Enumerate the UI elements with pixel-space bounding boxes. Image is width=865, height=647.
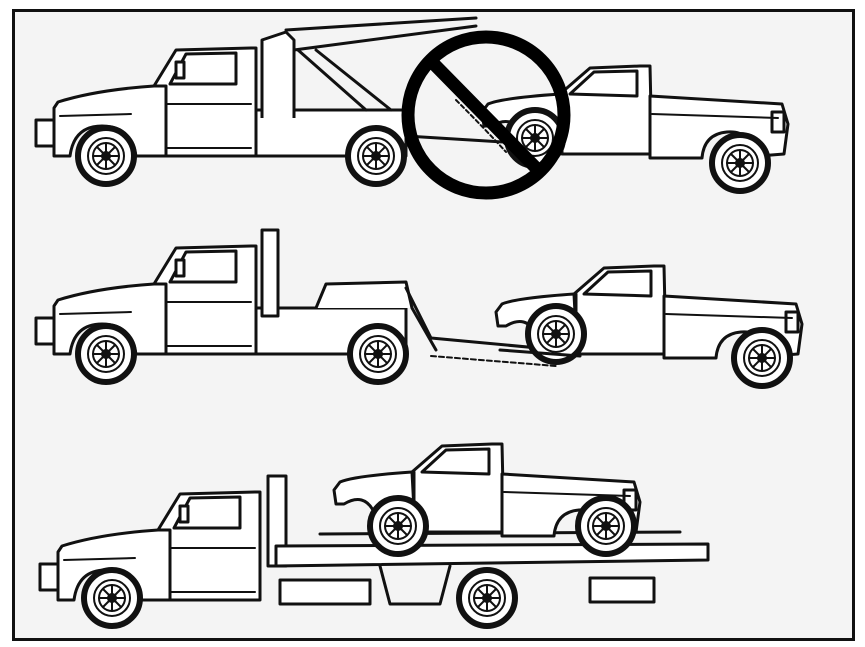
panel-flatbed-towing: [40, 444, 708, 626]
panel-prohibited-towing: [36, 18, 788, 193]
panel-wheel-lift-towing: [36, 230, 802, 386]
